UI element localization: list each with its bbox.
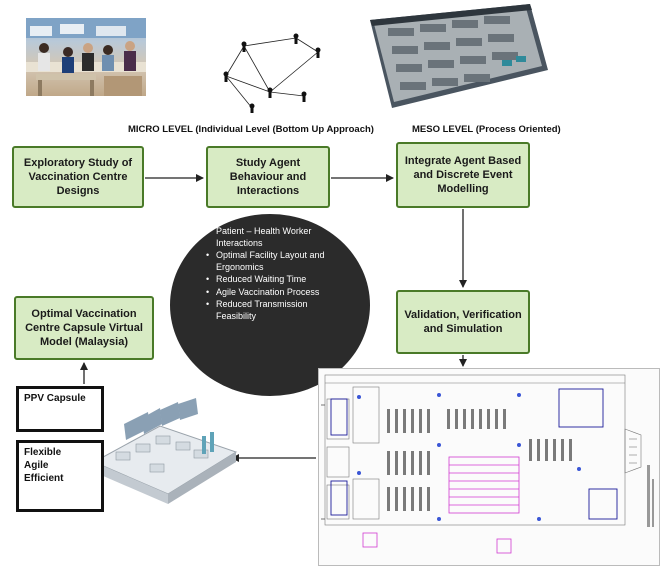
outcome-item: Optimal Facility Layout and Ergonomics bbox=[206, 250, 350, 273]
outcome-item: Agile Vaccination Process bbox=[206, 287, 350, 299]
integrate-modelling-label: Integrate Agent Based and Discrete Event… bbox=[404, 155, 522, 195]
facility-aerial-render bbox=[352, 0, 552, 112]
optimal-model-box: Optimal Vaccination Centre Capsule Virtu… bbox=[14, 296, 154, 360]
optimal-model-label: Optimal Vaccination Centre Capsule Virtu… bbox=[25, 308, 143, 348]
outcome-item: Patient – Health Worker Interactions bbox=[206, 226, 350, 249]
outcomes-circle: Patient – Health Worker Interactions Opt… bbox=[170, 214, 370, 396]
exploratory-study-box: Exploratory Study of Vaccination Centre … bbox=[12, 146, 144, 208]
micro-level-label: MICRO LEVEL (Individual Level (Bottom Up… bbox=[128, 124, 374, 135]
capsule-attribute: Efficient bbox=[24, 473, 64, 484]
capsule-3d-render bbox=[92, 398, 238, 504]
integrate-modelling-box: Integrate Agent Based and Discrete Event… bbox=[396, 142, 530, 208]
outcome-item: Reduced Transmission Feasibility bbox=[206, 299, 350, 322]
facility-floor-plan bbox=[318, 368, 660, 566]
validation-label: Validation, Verification and Simulation bbox=[404, 309, 522, 335]
agent-behaviour-label: Study Agent Behaviour and Interactions bbox=[229, 157, 307, 197]
agent-network-graph bbox=[223, 33, 321, 113]
meso-level-label: MESO LEVEL (Process Oriented) bbox=[412, 124, 561, 135]
capsule-attribute: Agile bbox=[24, 460, 49, 471]
exploratory-study-label: Exploratory Study of Vaccination Centre … bbox=[23, 157, 133, 197]
outcome-item: Reduced Waiting Time bbox=[206, 274, 350, 286]
capsule-attributes-box: Flexible Agile Efficient bbox=[16, 440, 104, 512]
agent-behaviour-box: Study Agent Behaviour and Interactions bbox=[206, 146, 330, 208]
ppv-capsule-label-box: PPV Capsule bbox=[16, 386, 104, 432]
vaccination-centre-photo bbox=[26, 18, 146, 96]
ppv-capsule-title: PPV Capsule bbox=[24, 393, 86, 404]
capsule-attribute: Flexible bbox=[24, 447, 62, 458]
validation-box: Validation, Verification and Simulation bbox=[396, 290, 530, 354]
